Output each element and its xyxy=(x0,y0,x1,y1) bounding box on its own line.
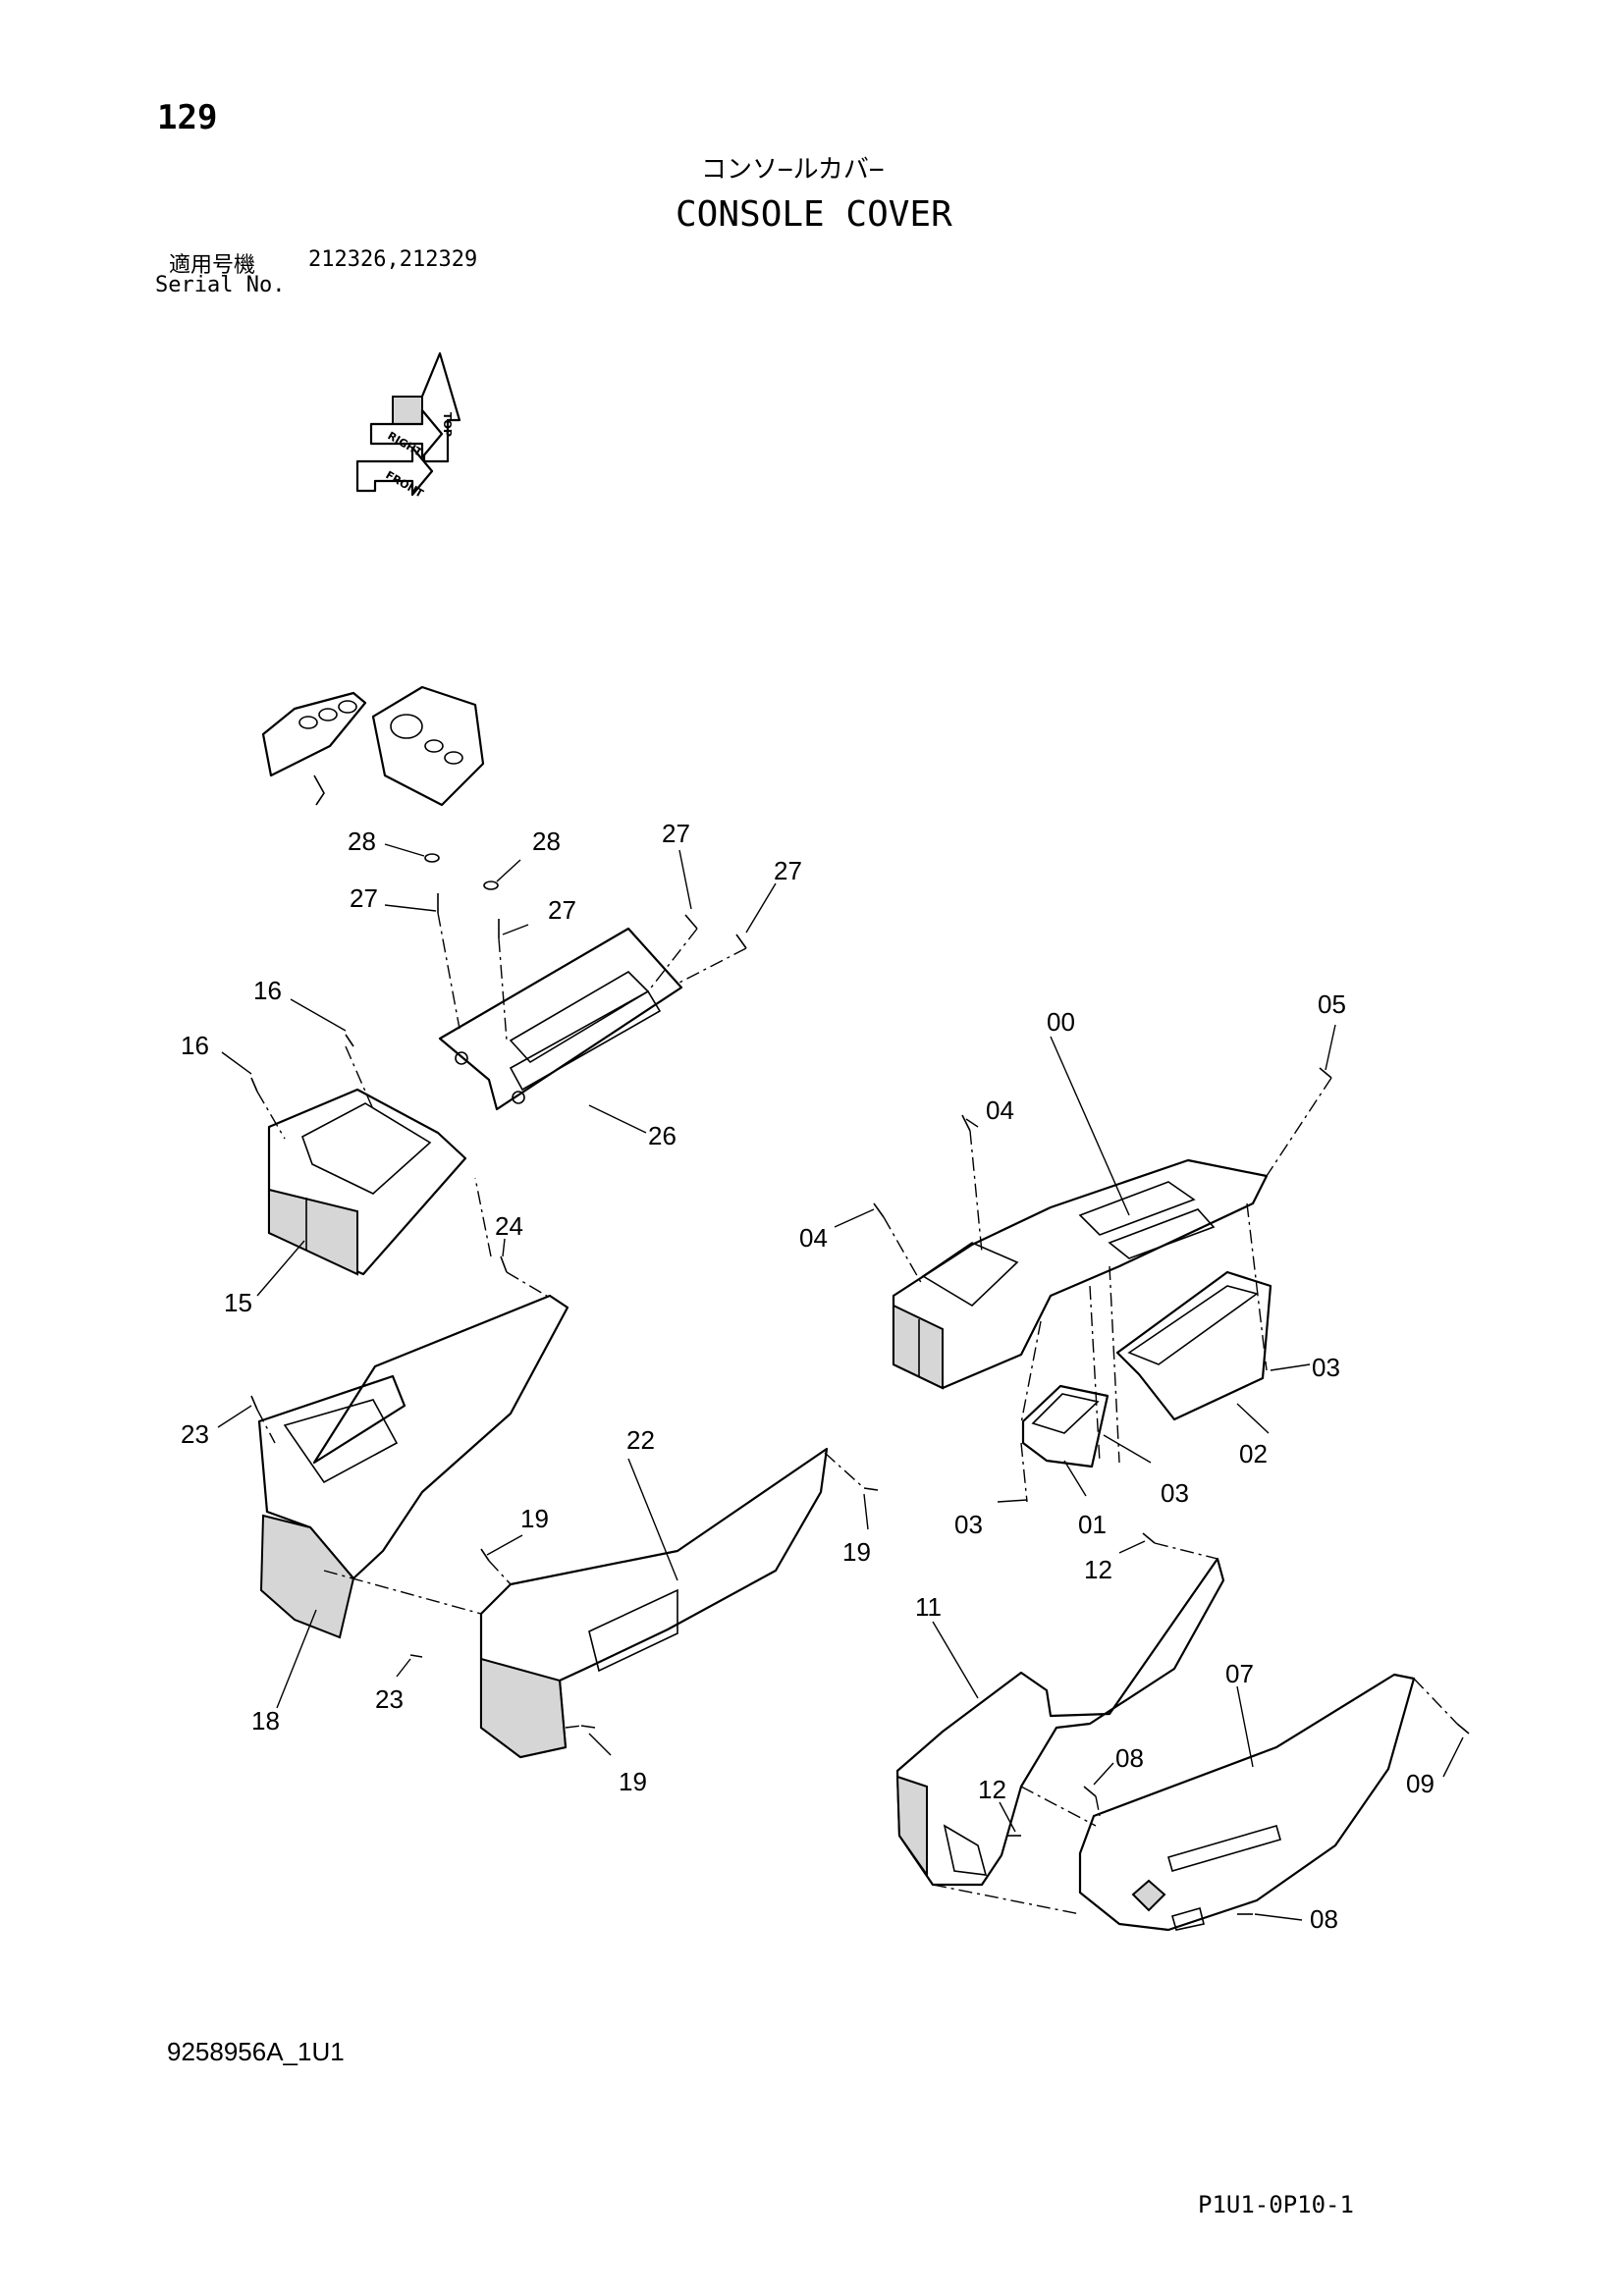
part-26-cover xyxy=(438,927,683,1111)
callout-16: 16 xyxy=(253,976,282,1005)
part-15-box xyxy=(267,1088,467,1276)
callout-19: 19 xyxy=(619,1767,647,1796)
title-japanese: コンソ−ルカバ− xyxy=(701,155,885,185)
callout-28: 28 xyxy=(532,827,561,856)
orientation-arrows-icon: TOP RIGHT FRONT xyxy=(355,351,461,501)
part-22-side-cover xyxy=(479,1447,829,1759)
page-number: 129 xyxy=(157,98,218,137)
page-code: P1U1-0P10-1 xyxy=(1198,2191,1354,2218)
callout-03: 03 xyxy=(1161,1478,1189,1508)
callout-27: 27 xyxy=(548,895,576,925)
callout-23: 23 xyxy=(181,1419,209,1449)
part-11-side-panel xyxy=(895,1557,1225,1887)
document-code: 9258956A_1U1 xyxy=(167,2037,345,2066)
callout-07: 07 xyxy=(1225,1659,1254,1688)
callout-03: 03 xyxy=(954,1510,983,1539)
callout-03: 03 xyxy=(1312,1353,1340,1382)
part-02-tray xyxy=(1115,1270,1272,1421)
assembly-lines xyxy=(256,912,1458,1915)
callout-27: 27 xyxy=(774,856,802,885)
callout-04: 04 xyxy=(986,1095,1014,1125)
serial-label-japanese: 適用号機 xyxy=(169,253,256,278)
title-english: CONSOLE COVER xyxy=(676,194,952,235)
callout-12: 12 xyxy=(1084,1555,1112,1584)
leader-lines xyxy=(217,843,1464,1921)
part-18-side-cover xyxy=(257,1294,569,1639)
control-box-part xyxy=(261,685,485,807)
callout-18: 18 xyxy=(251,1706,280,1735)
serial-label-english: Serial No. xyxy=(155,273,286,297)
part-01-tray xyxy=(1021,1384,1110,1468)
callout-24: 24 xyxy=(495,1211,523,1241)
callout-28: 28 xyxy=(348,827,376,856)
callout-09: 09 xyxy=(1406,1769,1435,1798)
callout-23: 23 xyxy=(375,1684,404,1714)
callout-19: 19 xyxy=(520,1504,549,1533)
serial-numbers: 212326,212329 xyxy=(308,247,478,272)
callout-27: 27 xyxy=(662,819,690,848)
callout-27: 27 xyxy=(350,883,378,913)
callout-04: 04 xyxy=(799,1223,828,1253)
arrow-label-top: TOP xyxy=(441,412,454,437)
callout-19: 19 xyxy=(842,1537,871,1567)
callout-12: 12 xyxy=(978,1775,1006,1804)
callout-15: 15 xyxy=(224,1288,252,1317)
part-07-side-panel xyxy=(1078,1673,1416,1932)
callout-01: 01 xyxy=(1078,1510,1107,1539)
callout-08: 08 xyxy=(1310,1904,1338,1934)
part-00-console xyxy=(892,1158,1269,1390)
callout-22: 22 xyxy=(626,1425,655,1455)
callout-labels: 28 28 27 27 27 27 16 16 26 15 24 23 18 2… xyxy=(181,819,1435,1934)
callout-08: 08 xyxy=(1115,1743,1144,1773)
fasteners xyxy=(250,853,1470,1915)
callout-02: 02 xyxy=(1239,1439,1268,1468)
callout-11: 11 xyxy=(915,1592,942,1622)
callout-26: 26 xyxy=(648,1121,677,1150)
callout-00: 00 xyxy=(1047,1007,1075,1037)
callout-05: 05 xyxy=(1318,989,1346,1019)
callout-16: 16 xyxy=(181,1031,209,1060)
